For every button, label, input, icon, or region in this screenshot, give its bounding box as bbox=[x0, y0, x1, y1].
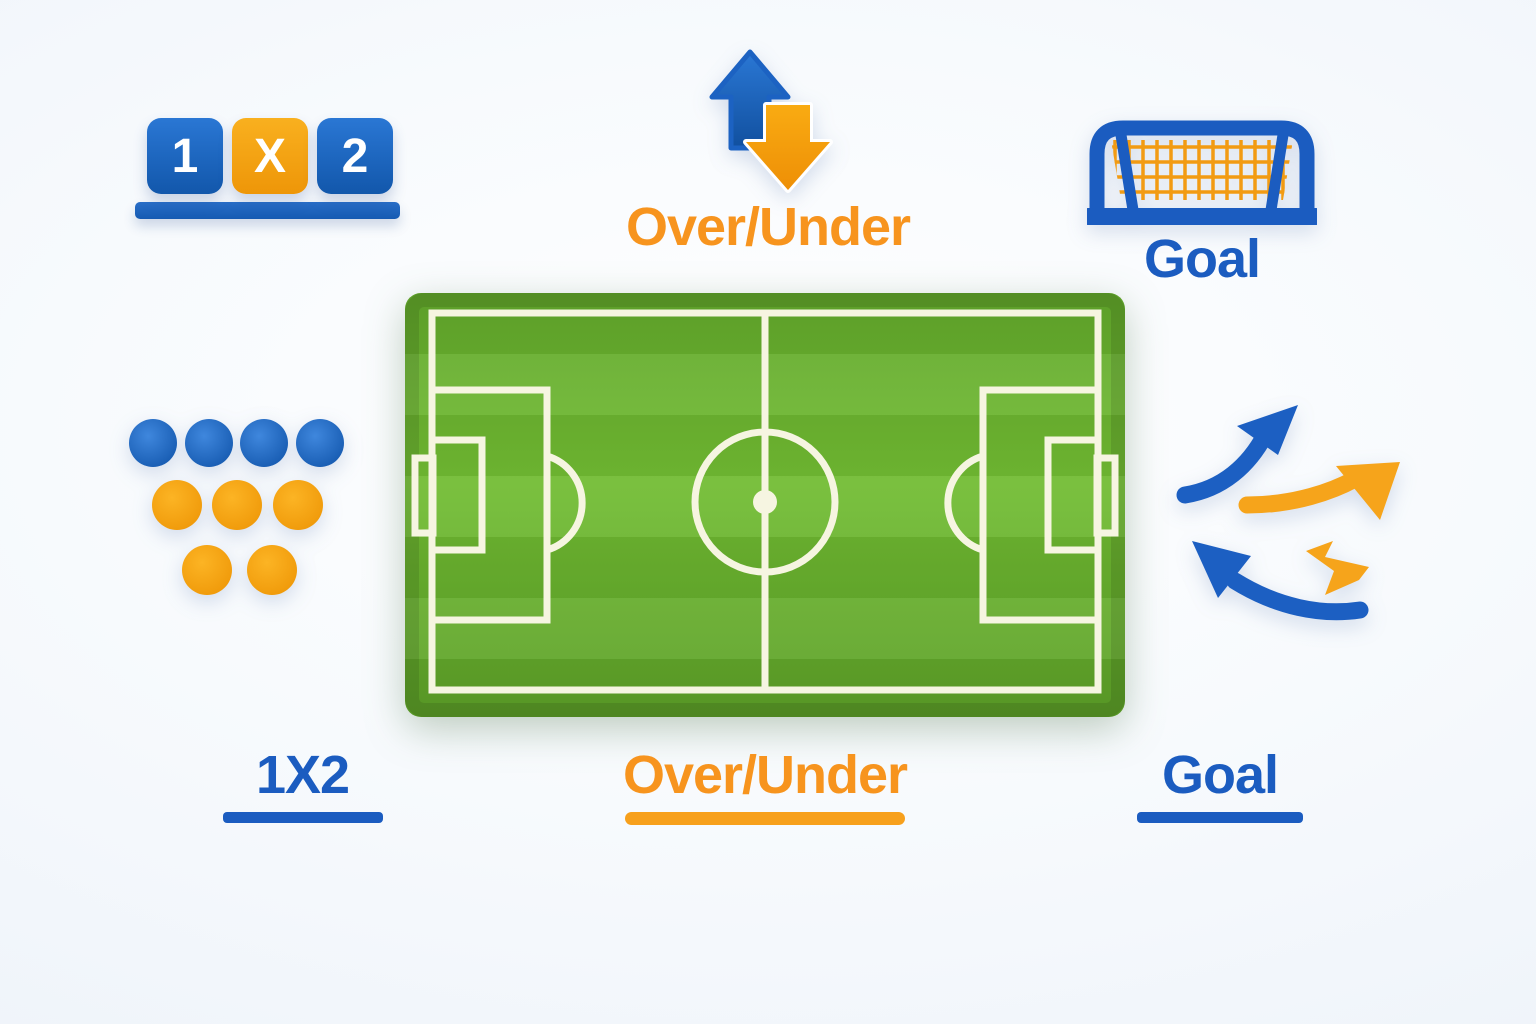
up-right-arrow-blue-icon bbox=[1176, 405, 1298, 504]
goal-net-icon bbox=[1087, 120, 1317, 225]
tab-1x2[interactable]: 1X2 bbox=[195, 746, 410, 823]
chevron-flag-orange-icon bbox=[1306, 541, 1369, 595]
tab-1x2-underline bbox=[222, 812, 383, 823]
dot-row-orange-mid bbox=[152, 480, 323, 530]
tab-1x2-label: 1X2 bbox=[255, 745, 350, 805]
tab-over-under[interactable]: Over/Under bbox=[612, 746, 918, 825]
scoreboard-tile-1: 1 bbox=[147, 118, 223, 194]
scoreboard-tile-x: X bbox=[232, 118, 308, 194]
up-right-arrow-orange-icon bbox=[1238, 462, 1400, 520]
dot-row-orange-bottom bbox=[182, 545, 297, 595]
down-arrow-icon bbox=[743, 102, 833, 193]
up-left-arrow-blue-icon bbox=[1192, 541, 1369, 621]
goal-frame bbox=[1087, 120, 1317, 225]
scoreboard-tile-2: 2 bbox=[317, 118, 393, 194]
over-under-title: Over/Under bbox=[625, 197, 911, 257]
soccer-field-illustration bbox=[405, 293, 1125, 717]
tab-goal-label: Goal bbox=[1161, 745, 1279, 805]
tab-over-under-underline bbox=[625, 812, 905, 825]
tab-over-under-label: Over/Under bbox=[622, 745, 908, 805]
scoreboard-shelf bbox=[135, 202, 400, 219]
goal-net-grid bbox=[1111, 140, 1293, 200]
trend-arrows-icon bbox=[1176, 405, 1400, 621]
tab-goal-underline bbox=[1137, 812, 1303, 823]
formation-dots-icon bbox=[129, 419, 344, 595]
field-lines bbox=[411, 309, 1119, 694]
goal-title: Goal bbox=[1143, 229, 1261, 289]
tab-goal[interactable]: Goal bbox=[1110, 746, 1330, 823]
scoreboard-tiles: 1 X 2 bbox=[147, 118, 400, 194]
scoreboard-1x2-icon: 1 X 2 bbox=[135, 118, 400, 219]
over-under-arrows-icon bbox=[709, 49, 833, 193]
dot-row-blue bbox=[129, 419, 344, 467]
